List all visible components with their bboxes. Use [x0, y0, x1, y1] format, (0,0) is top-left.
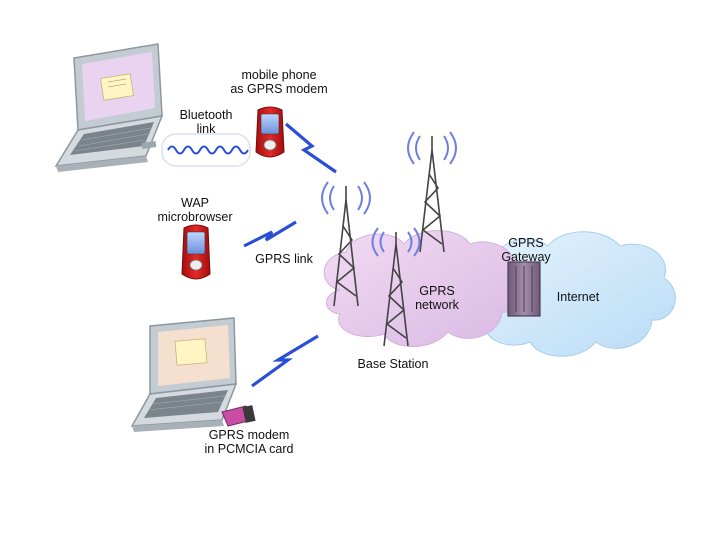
gprs-network-label: GPRS network — [402, 284, 472, 312]
gprs-network-line1: GPRS — [419, 284, 455, 298]
pcmcia-card-icon — [221, 405, 256, 427]
gprs-gateway-line1: GPRS — [508, 236, 544, 250]
bluetooth-line2: link — [196, 122, 216, 136]
laptop-icon — [130, 317, 238, 432]
wap-phone-icon — [181, 224, 211, 280]
gateway-server-icon — [507, 261, 541, 317]
wap-label: WAP microbrowser — [142, 196, 248, 224]
gprs-gateway-label: GPRS Gateway — [494, 236, 558, 264]
gprs-modem-card-line1: GPRS modem — [208, 428, 290, 442]
internet-label: Internet — [556, 290, 600, 304]
mobile-phone-modem-line2: as GPRS modem — [230, 82, 328, 96]
wap-line1: WAP — [180, 196, 209, 210]
mobile-phone-modem-label: mobile phone as GPRS modem — [224, 68, 334, 96]
base-station-label: Base Station — [357, 357, 429, 371]
bluetooth-label: Bluetooth link — [166, 108, 246, 136]
gprs-link-bolt — [243, 122, 337, 388]
bluetooth-line1: Bluetooth — [179, 108, 233, 122]
gprs-modem-card-label: GPRS modem in PCMCIA card — [194, 428, 304, 456]
gprs-modem-card-line2: in PCMCIA card — [204, 442, 294, 456]
gprs-gateway-line2: Gateway — [501, 250, 551, 264]
bluetooth-link-wave — [161, 133, 251, 167]
mobile-phone-icon — [255, 106, 285, 158]
wap-line2: microbrowser — [157, 210, 233, 224]
mobile-phone-modem-line1: mobile phone — [241, 68, 317, 82]
gprs-link-label: GPRS link — [255, 252, 313, 266]
gprs-network-line2: network — [415, 298, 459, 312]
laptop-icon — [54, 43, 164, 172]
antenna-tower-icon — [321, 131, 457, 347]
